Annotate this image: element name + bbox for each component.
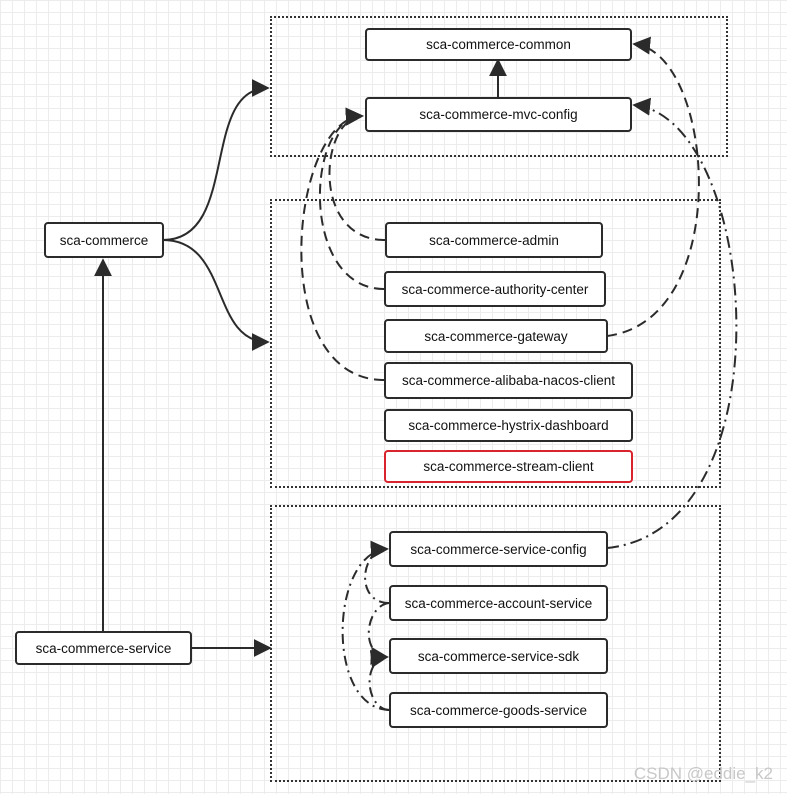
node-account-service[interactable]: sca-commerce-account-service — [389, 585, 608, 621]
edge-authority-center-to-mvc-config — [319, 107, 385, 290]
node-gateway[interactable]: sca-commerce-gateway — [384, 319, 608, 353]
edge-root-to-middle-group — [162, 239, 270, 351]
group-middle — [270, 199, 721, 488]
node-stream-client[interactable]: sca-commerce-stream-client — [384, 450, 633, 483]
node-admin[interactable]: sca-commerce-admin — [385, 222, 603, 258]
node-sca-commerce[interactable]: sca-commerce — [44, 222, 164, 258]
edge-root-to-top-group — [162, 79, 270, 241]
node-hystrix-dashboard[interactable]: sca-commerce-hystrix-dashboard — [384, 409, 633, 442]
node-common[interactable]: sca-commerce-common — [365, 28, 632, 61]
node-nacos-client[interactable]: sca-commerce-alibaba-nacos-client — [384, 362, 633, 399]
edge-service-config-to-mvc-config — [606, 97, 738, 549]
edge-account-to-service-sdk — [367, 602, 390, 665]
group-bottom — [270, 505, 721, 782]
node-sca-commerce-service[interactable]: sca-commerce-service — [15, 631, 192, 665]
watermark-text: CSDN @eddie_k2 — [633, 764, 773, 783]
edge-goods-to-service-sdk — [368, 650, 390, 711]
node-goods-service[interactable]: sca-commerce-goods-service — [389, 692, 608, 728]
group-top — [270, 16, 728, 157]
edge-gateway-to-common — [606, 36, 700, 337]
node-service-sdk[interactable]: sca-commerce-service-sdk — [389, 638, 608, 674]
edge-goods-to-service-config — [341, 540, 390, 711]
node-service-config[interactable]: sca-commerce-service-config — [389, 531, 608, 567]
node-authority-center[interactable]: sca-commerce-authority-center — [384, 271, 606, 307]
node-mvc-config[interactable]: sca-commerce-mvc-config — [365, 97, 632, 132]
